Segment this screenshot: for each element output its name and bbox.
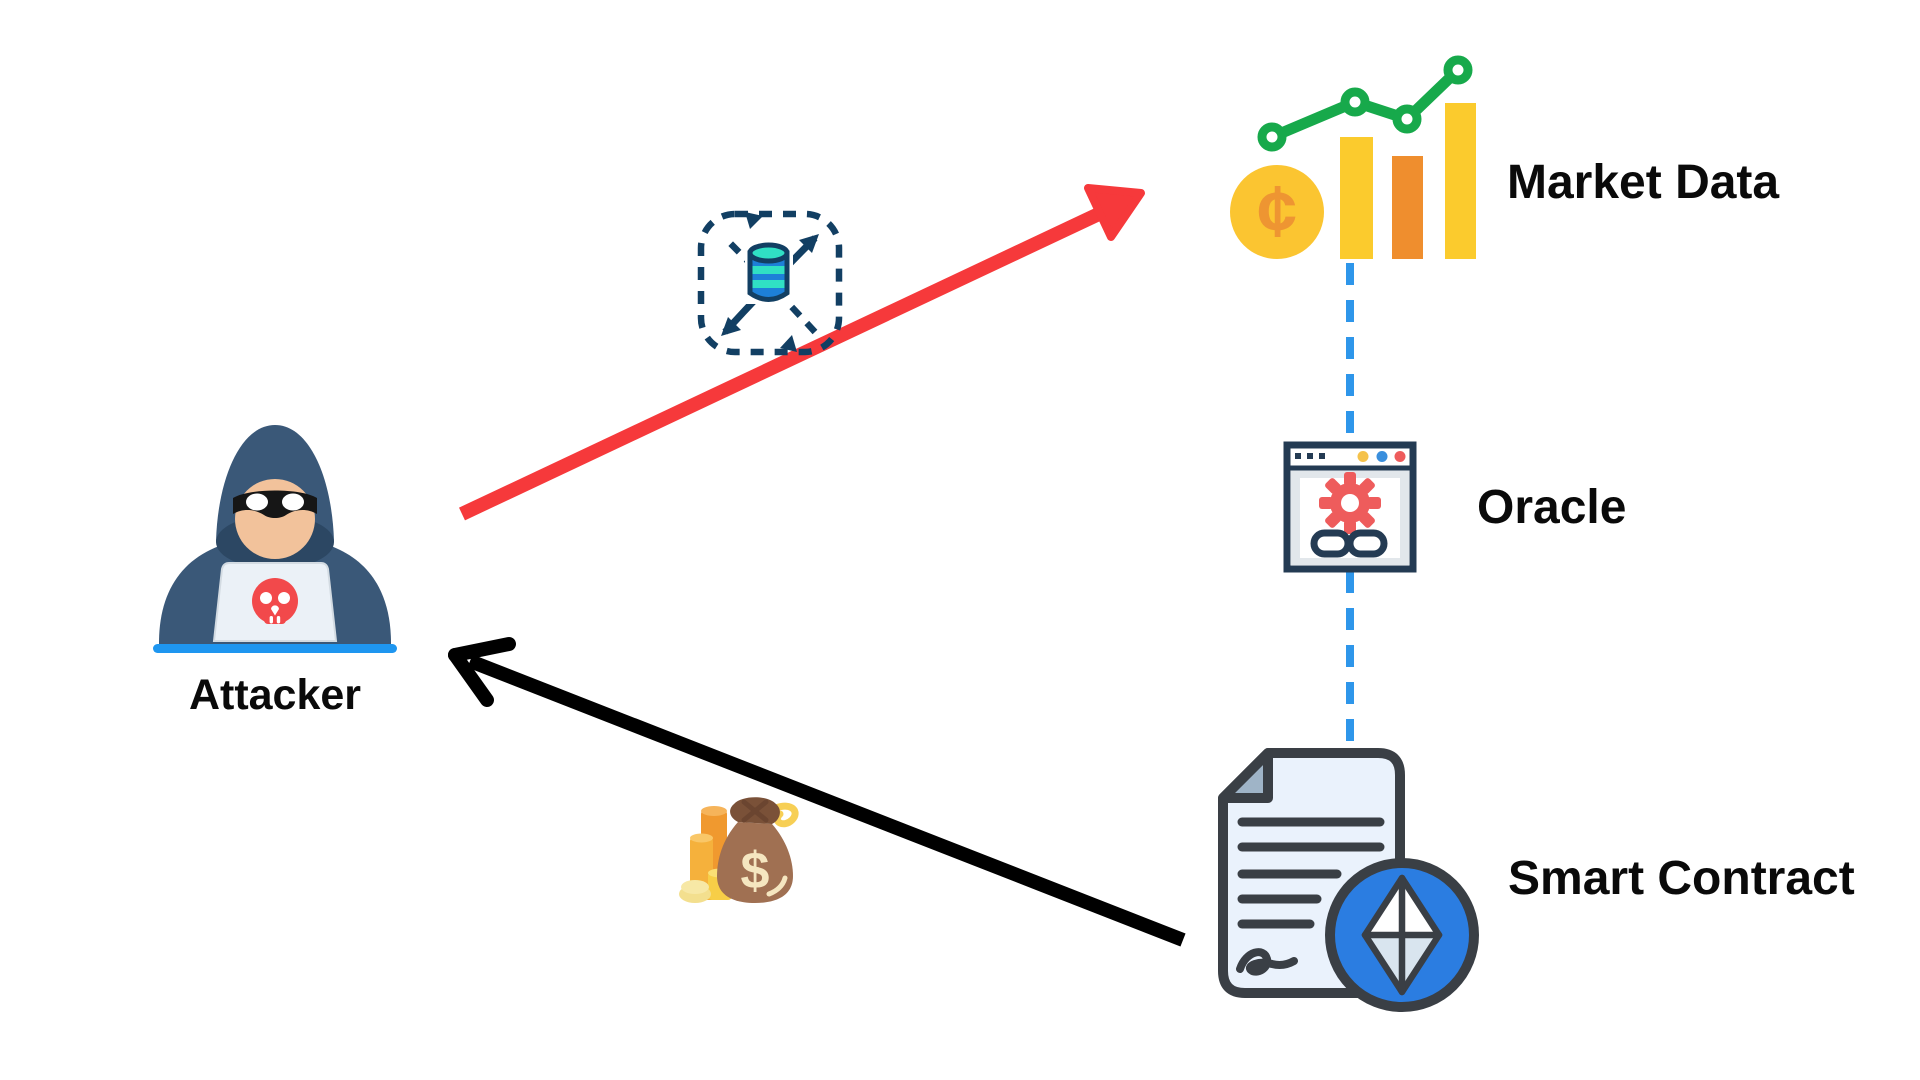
bag-body xyxy=(717,822,793,903)
orbit-arrowheads xyxy=(721,212,819,352)
orbit-dashed-diagonal xyxy=(722,235,818,335)
laptop-base-bar xyxy=(153,644,397,653)
database-cylinder xyxy=(745,242,793,304)
bag-highlight xyxy=(766,875,788,897)
coin xyxy=(1230,165,1324,259)
trend-nodes xyxy=(1257,55,1473,152)
attacker-icon xyxy=(153,425,397,653)
trend-line xyxy=(1266,64,1464,143)
orbit-dashed-frame xyxy=(697,210,843,356)
oracle-label: Oracle xyxy=(1477,481,1627,534)
market-data-icon: ¢ xyxy=(1230,55,1476,259)
oracle-icon xyxy=(1283,441,1417,573)
eye-left xyxy=(246,493,268,511)
titlebar-dots-left xyxy=(1295,453,1325,459)
bar-3 xyxy=(1445,103,1476,259)
skull-icon xyxy=(252,578,298,624)
profit-arrow xyxy=(448,637,1186,947)
smart-contract-label: Smart Contract xyxy=(1508,852,1855,905)
document-fold xyxy=(1218,748,1273,803)
titlebar-dots-right xyxy=(1357,451,1406,462)
attacker-label: Attacker xyxy=(188,671,362,719)
bag-laces xyxy=(741,799,769,823)
bar-1 xyxy=(1340,137,1373,259)
ribbon-curl xyxy=(772,802,799,828)
bar-2 xyxy=(1392,156,1423,259)
gear-icon xyxy=(1319,472,1381,534)
data-manipulation-icon xyxy=(697,210,843,356)
smart-contract-icon xyxy=(1218,748,1479,1012)
attack-arrow xyxy=(459,184,1145,521)
eye-right xyxy=(282,493,304,511)
signature-squiggle xyxy=(1236,948,1298,976)
chain-link-icon xyxy=(1310,529,1388,558)
market-data-label: Market Data xyxy=(1507,156,1780,209)
cent-symbol: ¢ xyxy=(1257,172,1297,252)
dollar-symbol: $ xyxy=(741,842,770,900)
document-text-lines xyxy=(1237,817,1385,929)
ethereum-badge xyxy=(1325,858,1479,1012)
money-bag-icon: $ xyxy=(679,797,799,903)
